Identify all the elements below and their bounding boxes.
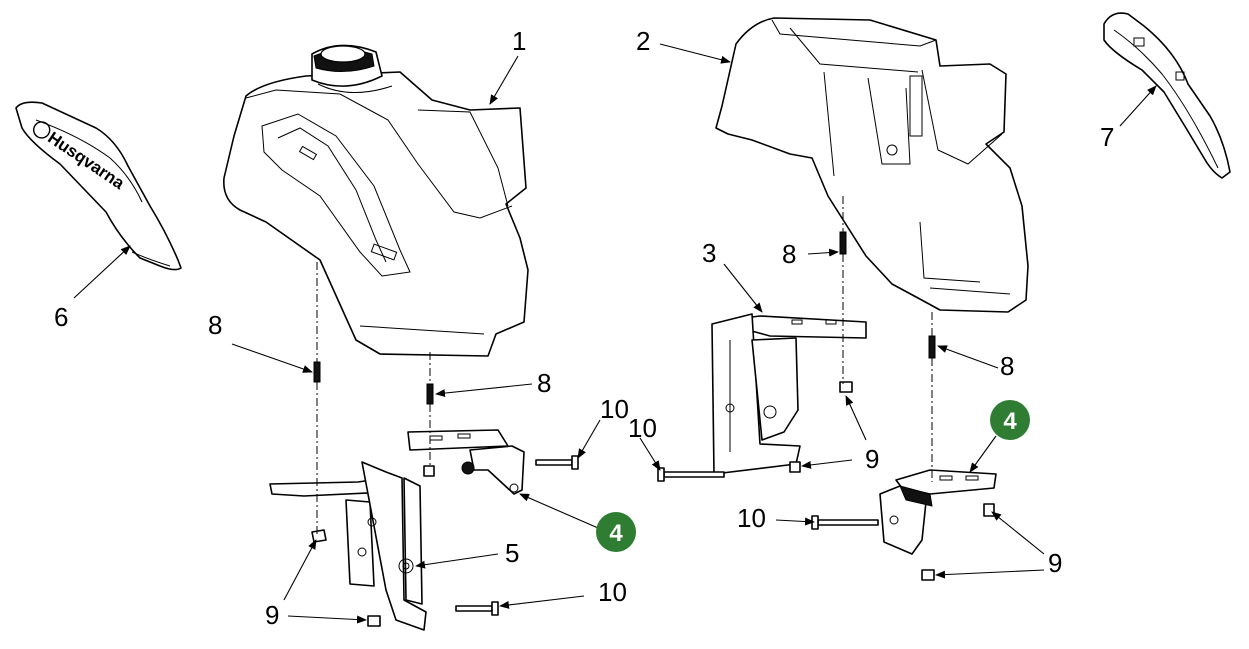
callout-6: 6 xyxy=(54,302,68,332)
callout-10-lower: 10 xyxy=(737,503,766,533)
callout-8-right: 8 xyxy=(1000,351,1014,381)
callout-8-center-left: 8 xyxy=(537,368,551,398)
part-3-bracket xyxy=(711,313,867,475)
callout-3: 3 xyxy=(702,238,716,268)
callout-9-center: 9 xyxy=(865,444,879,474)
part-6-side-cover: Husqvarna xyxy=(15,101,182,271)
callout-8-center: 8 xyxy=(782,239,796,269)
callout-1: 1 xyxy=(512,26,526,56)
part-1-fuel-tank xyxy=(223,44,529,357)
callout-8-left: 8 xyxy=(208,310,222,340)
callout-10-top: 10 xyxy=(600,394,629,424)
callout-badge-4-left: 4 xyxy=(596,512,636,552)
assembly-centerlines xyxy=(316,196,933,534)
nut-fastener-9 xyxy=(311,381,995,627)
bolt-fastener-10 xyxy=(455,455,879,616)
fuel-cap xyxy=(311,44,383,87)
callout-9-right: 9 xyxy=(1048,548,1062,578)
callout-10-bottom: 10 xyxy=(598,577,627,607)
callout-7: 7 xyxy=(1100,122,1114,152)
callout-2: 2 xyxy=(636,26,650,56)
svg-text:4: 4 xyxy=(609,520,623,547)
part-2-rear-cover xyxy=(715,17,1029,313)
callout-badge-4-right: 4 xyxy=(990,400,1030,440)
part-5-bracket xyxy=(269,461,427,631)
callout-10-center: 10 xyxy=(628,413,657,443)
svg-text:4: 4 xyxy=(1003,408,1017,435)
callout-labels: 1 2 3 5 6 7 8 8 8 8 9 9 9 10 10 10 10 xyxy=(54,26,1114,630)
part-4-bracket-left xyxy=(407,429,525,495)
part-7-side-cover xyxy=(1103,12,1231,179)
callout-5: 5 xyxy=(505,538,519,568)
leader-lines xyxy=(73,43,1157,624)
part-4-bracket-right xyxy=(879,469,997,555)
callout-9-left: 9 xyxy=(265,600,279,630)
